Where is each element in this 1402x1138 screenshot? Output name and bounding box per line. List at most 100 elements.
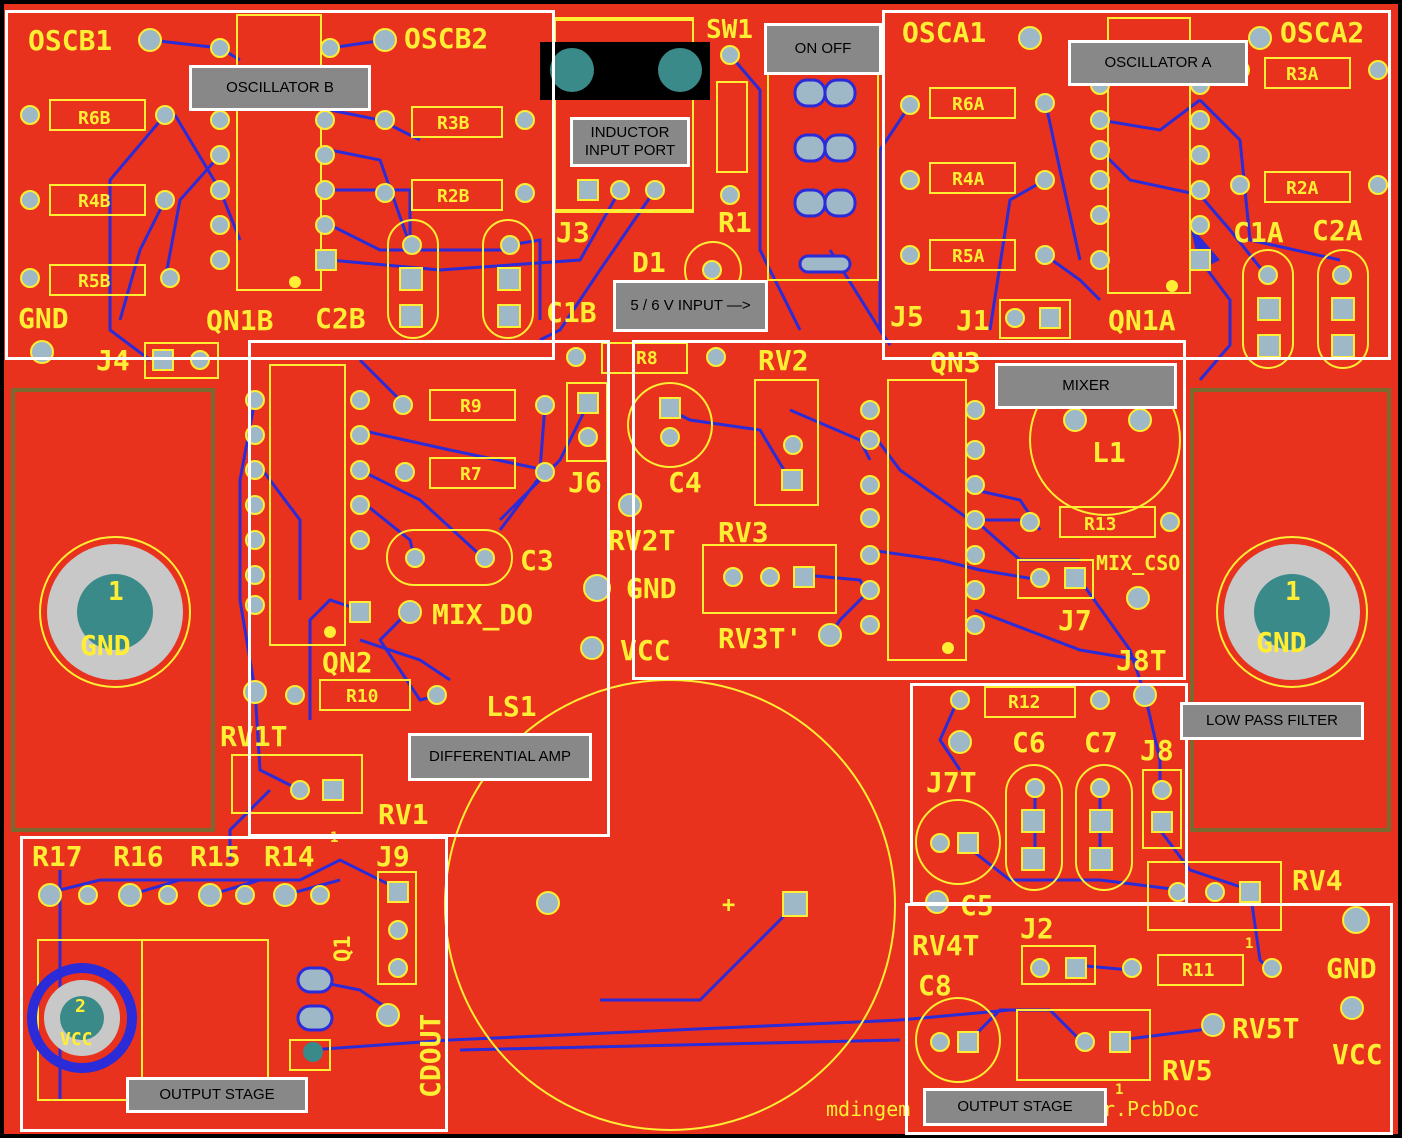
silk-j2: J2 xyxy=(1020,912,1054,945)
label-mixer: MIXER xyxy=(995,363,1177,409)
silk-rv5t: RV5T xyxy=(1232,1012,1299,1045)
silk-r16: R16 xyxy=(113,840,164,873)
silk-r4a: R4A xyxy=(952,169,985,190)
mh-right-gnd: GND xyxy=(1256,626,1307,659)
silk-text: OSCB1 OSCB2 OSCA1 OSCA2 SW1 R6B R4B R5B … xyxy=(18,15,1383,1121)
silk-l1: L1 xyxy=(1092,436,1126,469)
silk-vcc-mid: VCC xyxy=(620,634,671,667)
silk-j6: J6 xyxy=(568,466,602,499)
silk-r2a: R2A xyxy=(1286,178,1319,199)
silk-oscb1: OSCB1 xyxy=(28,24,112,57)
silk-j3: J3 xyxy=(556,216,590,249)
silk-sw1: SW1 xyxy=(706,15,753,45)
silk-c8: C8 xyxy=(918,969,952,1002)
silk-r15: R15 xyxy=(190,840,241,873)
label-low-pass-filter: LOW PASS FILTER xyxy=(1180,702,1364,740)
label-on-off: ON OFF xyxy=(764,23,882,75)
label-inductor-input-port: INDUCTOR INPUT PORT xyxy=(570,117,690,167)
silk-j4: J4 xyxy=(96,344,130,377)
silk-qn1a: QN1A xyxy=(1108,304,1176,337)
silk-j7t: J7T xyxy=(926,766,977,799)
mh-left-num: 1 xyxy=(108,577,124,607)
pin1-dot xyxy=(324,626,336,638)
silk-plus: + xyxy=(722,893,735,918)
pin1-b: 1 xyxy=(1245,936,1253,952)
silk-j1: J1 xyxy=(956,304,990,337)
silk-j5: J5 xyxy=(890,300,924,333)
square-pads xyxy=(152,179,1355,1053)
silk-rv4t: RV4T xyxy=(912,929,979,962)
label-oscillator-a: OSCILLATOR A xyxy=(1068,40,1248,86)
silk-r4b: R4B xyxy=(78,191,111,212)
silk-mix-cso: MIX_CSO xyxy=(1096,551,1180,575)
traces xyxy=(58,38,1341,1100)
silk-r2b: R2B xyxy=(437,186,470,207)
silk-qn1b: QN1B xyxy=(206,304,273,337)
silk-r10: R10 xyxy=(346,686,379,707)
region-output-stage-right xyxy=(905,903,1393,1135)
silk-rv1t: RV1T xyxy=(220,720,287,753)
silk-d1: D1 xyxy=(632,246,666,279)
mount-box-left xyxy=(11,388,215,832)
silk-r5a: R5A xyxy=(952,246,985,267)
silk-r8: R8 xyxy=(636,348,658,369)
label-power-input: 5 / 6 V INPUT —> xyxy=(613,280,768,332)
pin1-dot xyxy=(1166,280,1178,292)
silk-rv3t: RV3T' xyxy=(718,622,802,655)
silk-c1a: C1A xyxy=(1233,216,1284,249)
silk-rv2: RV2 xyxy=(758,344,809,377)
mount-box-right xyxy=(1190,388,1391,832)
silk-c2a: C2A xyxy=(1312,214,1363,247)
silk-r17: R17 xyxy=(32,840,83,873)
switch-pads xyxy=(296,78,857,1032)
silk-r9: R9 xyxy=(460,396,482,417)
silk-r11: R11 xyxy=(1182,960,1215,981)
silk-oscb2: OSCB2 xyxy=(404,22,488,55)
silk-r3a: R3A xyxy=(1286,64,1319,85)
silk-mix-do: MIX_DO xyxy=(432,598,533,631)
silk-j9: J9 xyxy=(376,840,410,873)
silk-j8t: J8T xyxy=(1116,644,1167,677)
silk-c6: C6 xyxy=(1012,726,1046,759)
mh-bl-vcc: VCC xyxy=(60,1029,93,1050)
silk-r5b: R5B xyxy=(78,271,111,292)
label-differential-amp: DIFFERENTIAL AMP xyxy=(408,733,592,781)
q1-pad-3 xyxy=(303,1042,323,1062)
silk-r14: R14 xyxy=(264,840,315,873)
silk-r13: R13 xyxy=(1084,514,1117,535)
silk-ls1: LS1 xyxy=(486,690,537,723)
silk-cdout: CDOUT xyxy=(414,1014,447,1098)
region-oscillator-a xyxy=(882,10,1391,360)
silk-c7: C7 xyxy=(1084,726,1118,759)
region-differential-amp xyxy=(248,340,610,837)
silk-qn3: QN3 xyxy=(930,346,981,379)
silk-j7: J7 xyxy=(1058,604,1092,637)
silk-r3b: R3B xyxy=(437,113,470,134)
region-low-pass-filter xyxy=(910,683,1188,905)
jack-pad-2 xyxy=(658,48,702,92)
region-output-stage-left xyxy=(20,836,448,1132)
silk-r7: R7 xyxy=(460,464,482,485)
mh-bl-num: 2 xyxy=(75,996,86,1017)
silk-osca2: OSCA2 xyxy=(1280,16,1364,49)
silk-c2b: C2B xyxy=(315,302,366,335)
silk-gnd-br: GND xyxy=(1326,952,1377,985)
silk-gnd-tl: GND xyxy=(18,302,69,335)
silk-c3: C3 xyxy=(520,544,554,577)
label-output-stage-left: OUTPUT STAGE xyxy=(126,1077,308,1113)
silk-rv2t: RV2T xyxy=(608,524,675,557)
silk-rv4: RV4 xyxy=(1292,864,1343,897)
silk-vcc-br: VCC xyxy=(1332,1038,1383,1071)
pin1-c: 1 xyxy=(1115,1082,1123,1098)
mounting-holes xyxy=(27,536,1368,1073)
silk-r6b: R6B xyxy=(78,108,111,129)
region-mixer xyxy=(632,340,1186,680)
silk-rv1: RV1 xyxy=(378,798,429,831)
silk-osca1: OSCA1 xyxy=(902,16,986,49)
silk-c4: C4 xyxy=(668,466,702,499)
region-oscillator-b xyxy=(5,10,555,360)
silk-rv3: RV3 xyxy=(718,516,769,549)
pin1-dot xyxy=(289,276,301,288)
